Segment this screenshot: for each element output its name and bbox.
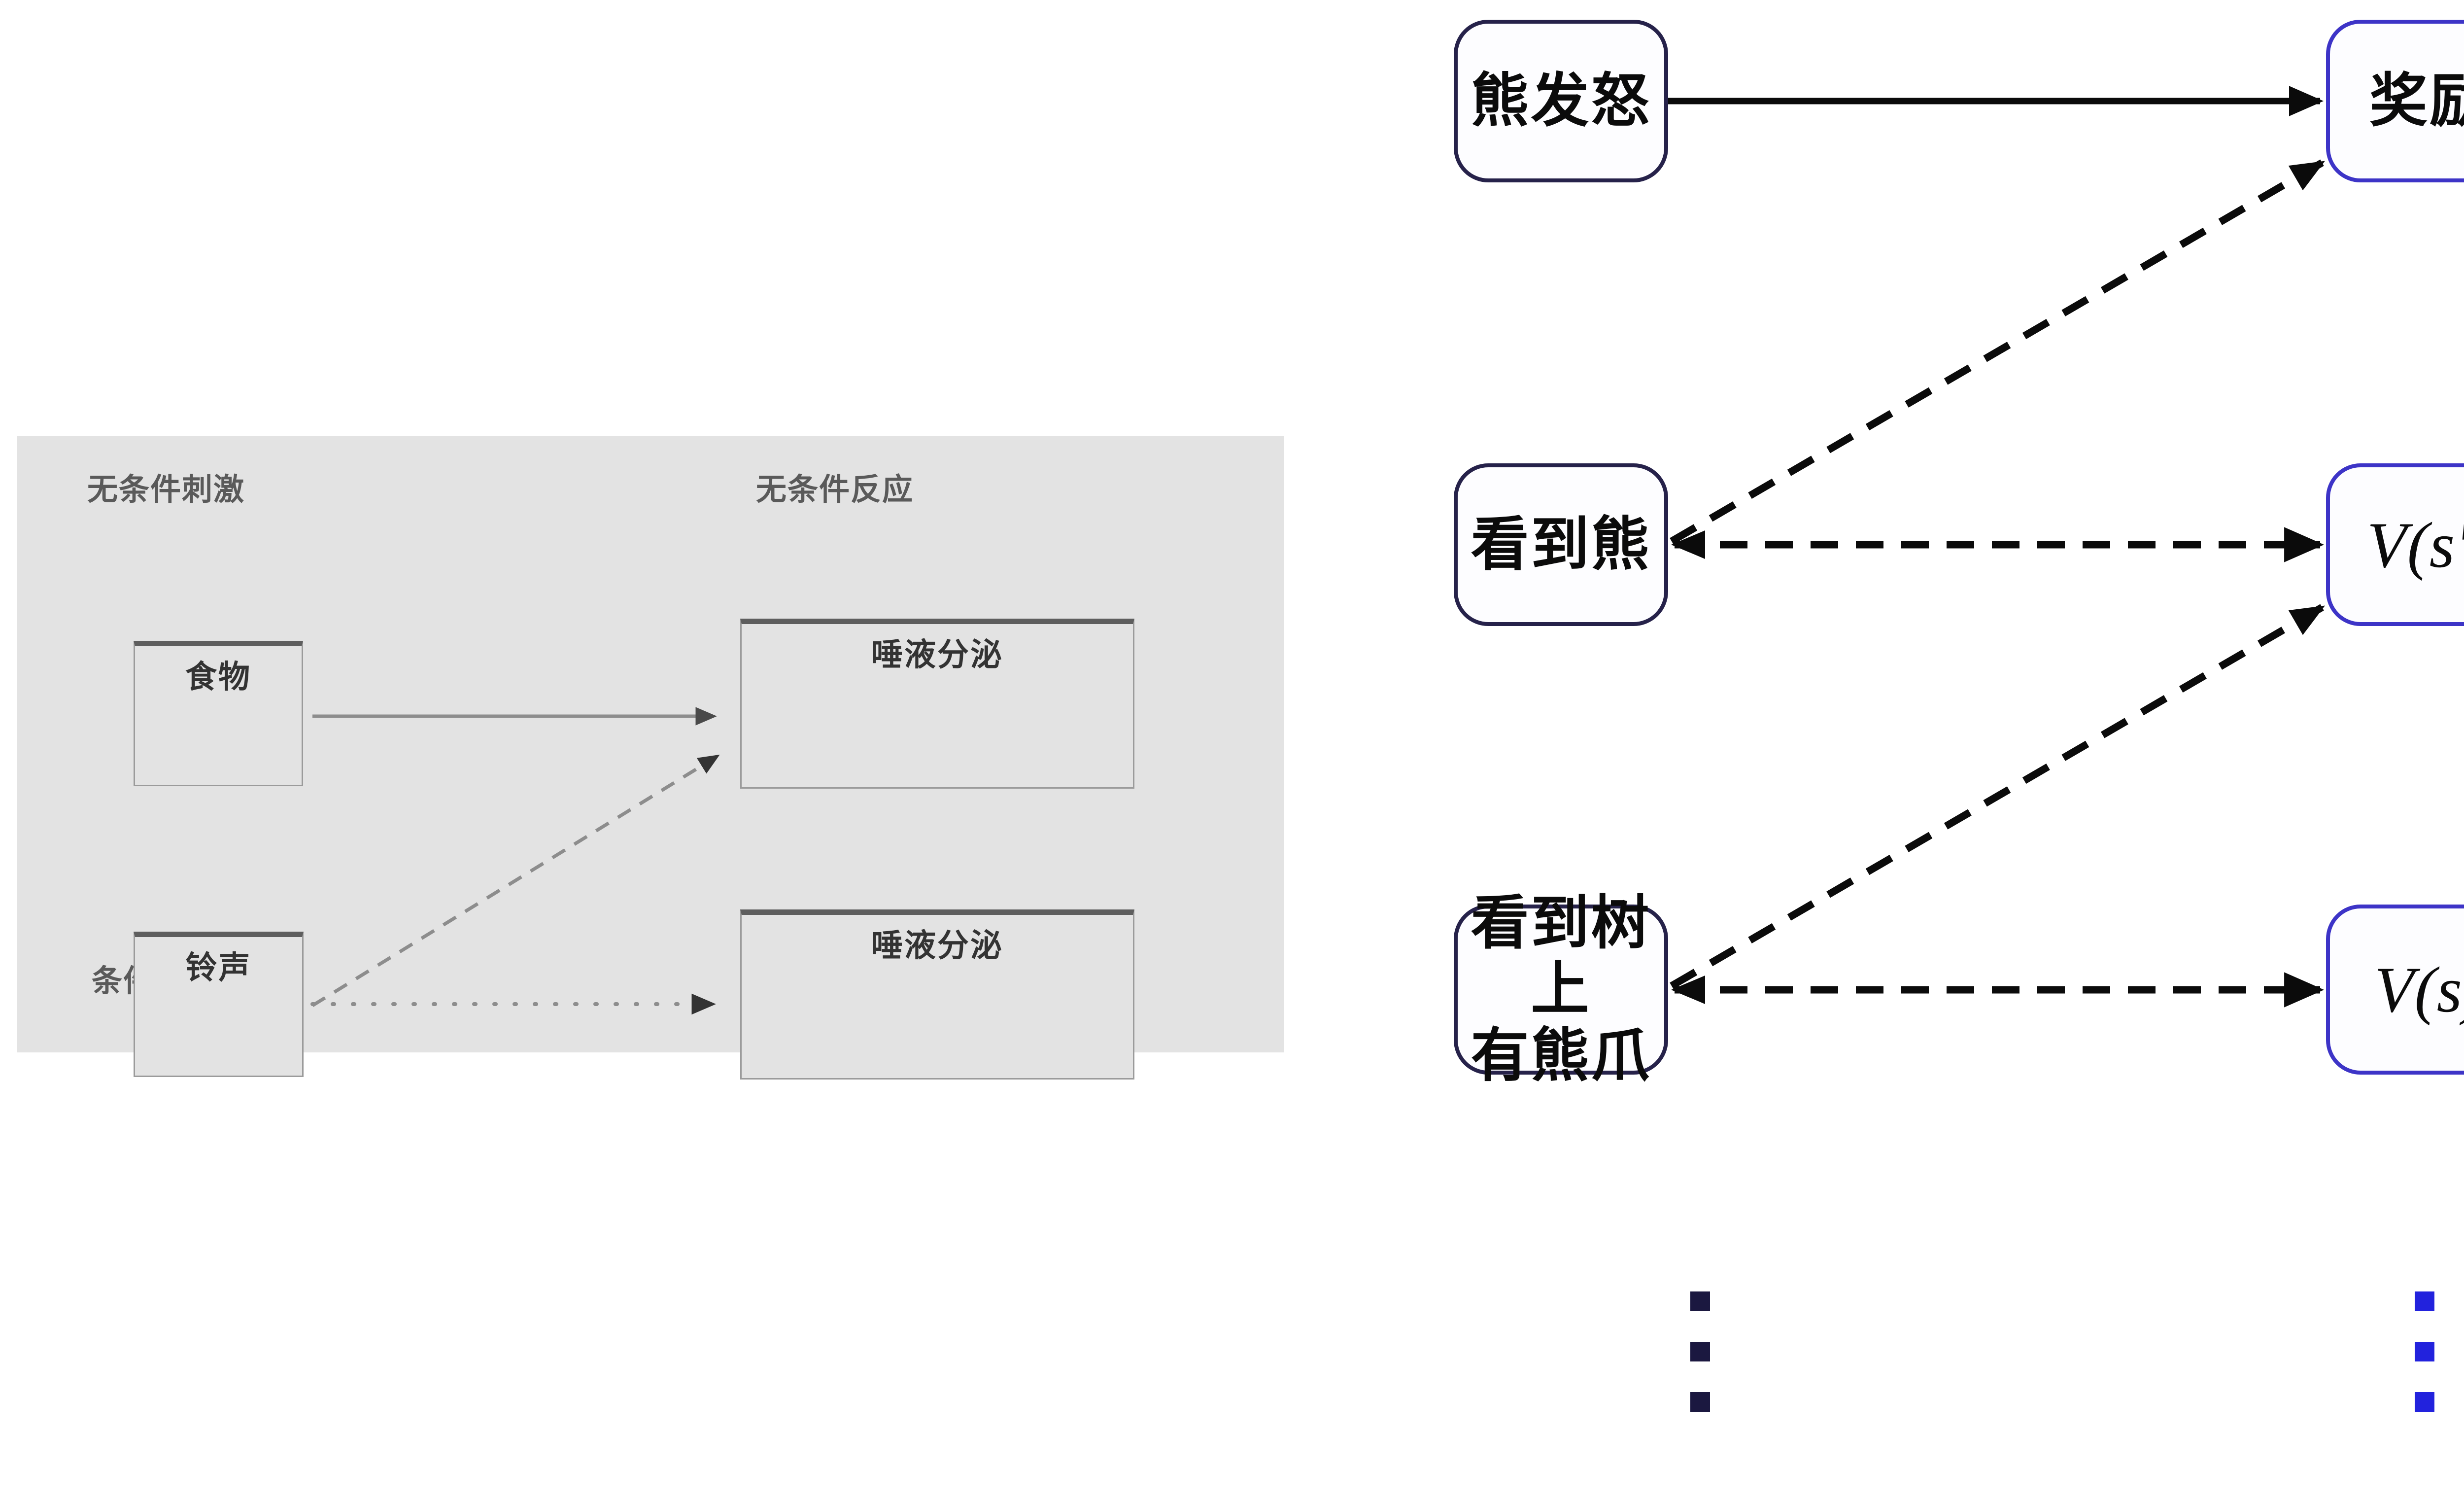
- td-box-see-claw-on-tree: 看到树上 有熊爪: [1454, 891, 1668, 1088]
- ellipsis-states: [1690, 1291, 1710, 1442]
- pavlov-box-salivation-top-label: 唾液分泌: [871, 637, 1003, 672]
- td-arrow-layer: [1668, 86, 2325, 1008]
- ellipsis-values: [2415, 1291, 2434, 1442]
- classical-conditioning-panel: 无条件刺激 无条件反应 条件刺激 条件反应 食物 铃声 唾液分泌 唾液分泌: [17, 436, 1284, 1080]
- td-box-bear-angry-label: 熊发怒: [1471, 68, 1651, 134]
- arrow-see-bear-to-reward: [1670, 159, 2325, 545]
- ellipsis-dot: [1690, 1291, 1710, 1311]
- ellipsis-dot: [1690, 1342, 1710, 1361]
- pavlov-box-food-label: 食物: [185, 659, 251, 695]
- td-box-reward: 奖励: [2326, 20, 2464, 182]
- pavlov-box-bell: 铃声: [134, 932, 304, 1077]
- ellipsis-dot: [1690, 1392, 1710, 1412]
- ellipsis-dot: [2415, 1291, 2434, 1311]
- td-box-reward-label: 奖励: [2369, 68, 2464, 134]
- td-box-v-s-label: V(s): [2374, 953, 2464, 1026]
- label-unconditioned-stimulus: 无条件刺激: [87, 473, 245, 507]
- td-box-v-s-prime-label: V(s′): [2367, 508, 2464, 581]
- arrow-see-claw-to-v-s-prime: [1670, 604, 2325, 989]
- pavlov-box-food: 食物: [134, 641, 303, 786]
- ellipsis-dot: [2415, 1392, 2434, 1412]
- td-box-see-bear-label: 看到熊: [1471, 512, 1651, 577]
- td-box-v-s: V(s): [2326, 905, 2464, 1075]
- td-box-bear-angry: 熊发怒: [1454, 20, 1668, 182]
- pavlov-box-salivation-bottom-label: 唾液分泌: [871, 928, 1003, 963]
- label-unconditioned-response: 无条件反应: [756, 473, 914, 507]
- td-box-see-bear: 看到熊: [1454, 463, 1668, 626]
- pavlov-box-salivation-bottom: 唾液分泌: [740, 909, 1134, 1080]
- arrow-bell-to-salivation-top: [311, 754, 720, 1007]
- pavlov-arrow-layer: [310, 707, 720, 1015]
- td-learning-diagram: 熊发怒 看到熊 看到树上 有熊爪 奖励 V(s′) V(s): [1429, 0, 2464, 1499]
- td-box-v-s-prime: V(s′): [2326, 463, 2464, 626]
- td-box-see-claw-on-tree-label: 看到树上 有熊爪: [1471, 890, 1651, 1088]
- pavlov-box-salivation-top: 唾液分泌: [740, 619, 1134, 789]
- pavlov-box-bell-label: 铃声: [185, 950, 252, 985]
- ellipsis-dot: [2415, 1342, 2434, 1361]
